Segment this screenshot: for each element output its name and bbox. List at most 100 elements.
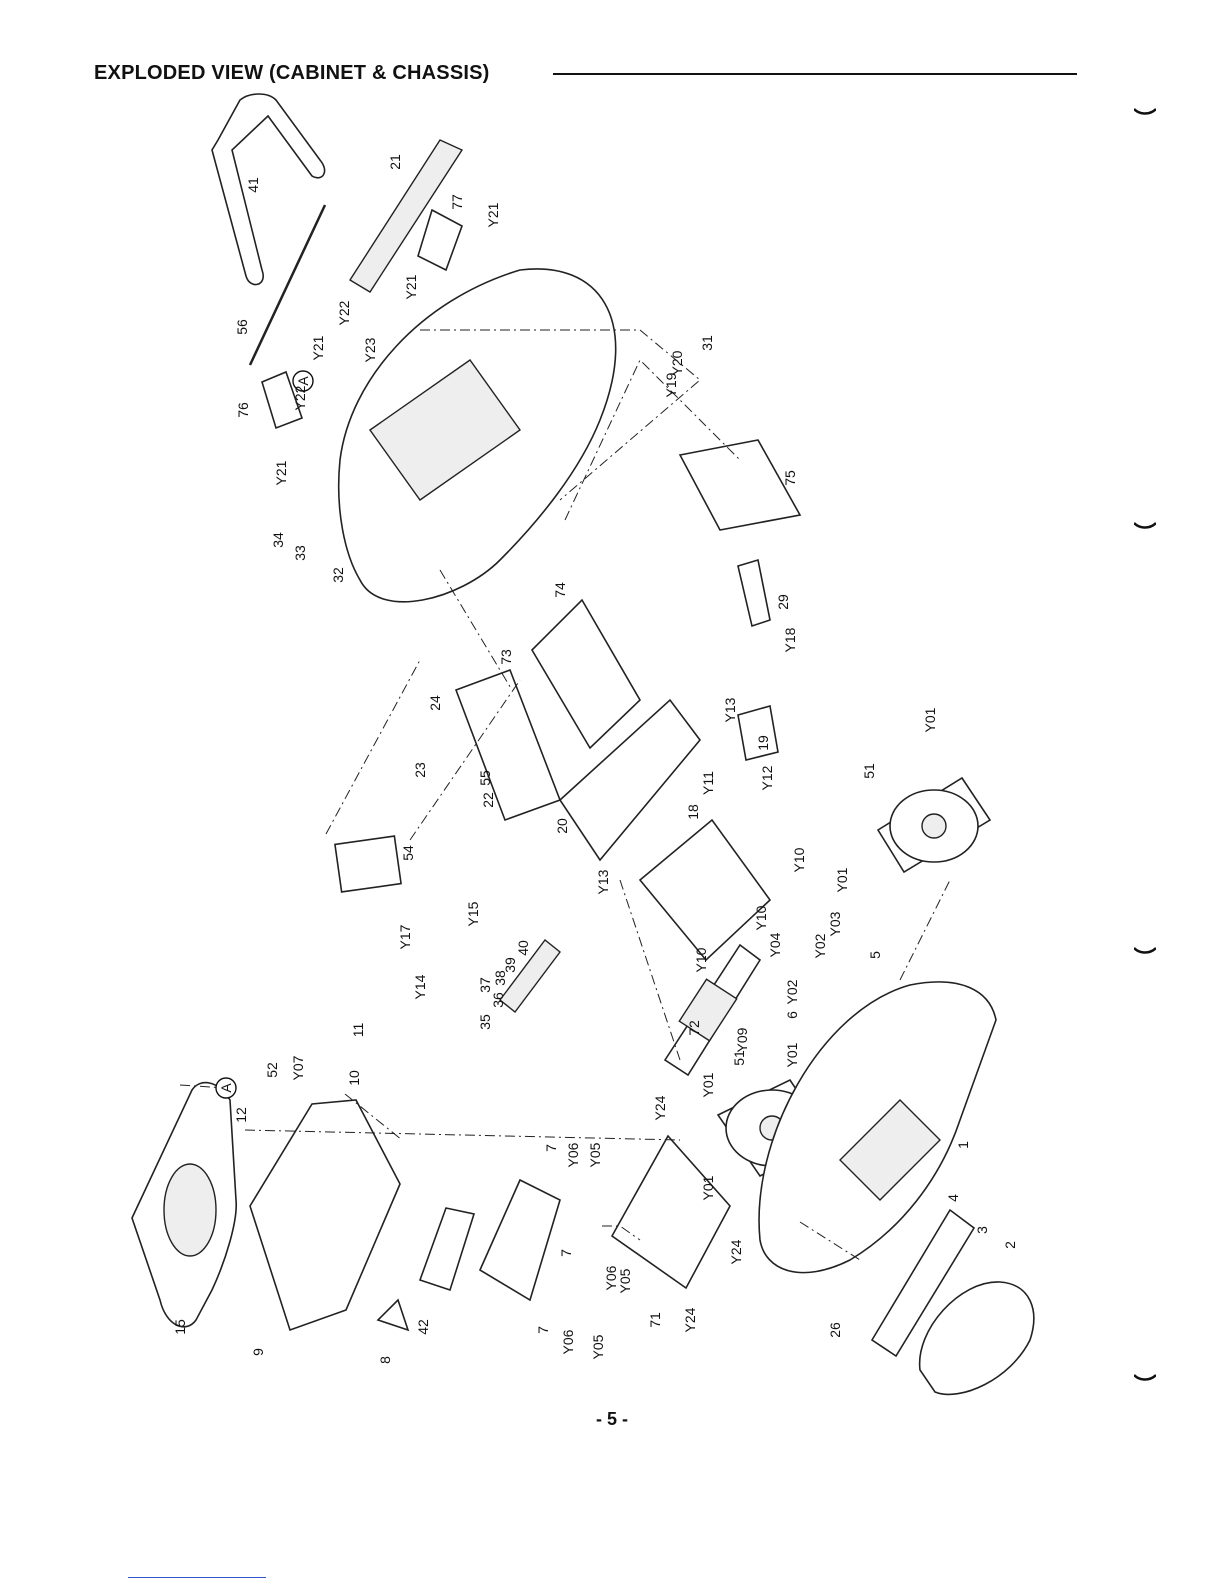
part-callout: Y07 [290,1055,306,1080]
title-rule [553,73,1077,75]
part-callout: Y06 [565,1142,581,1167]
part-callout: Y10 [791,847,807,872]
part-callout: Y21 [485,202,501,227]
antenna-part [248,204,327,366]
binding-mark [1134,522,1156,529]
part-callout: Y02 [812,933,828,958]
pcb-73 [454,668,562,822]
pcb-71 [610,1134,731,1290]
cover-74 [530,598,642,750]
part-callout: Y02 [784,979,800,1004]
part-callout: Y10 [693,947,709,972]
part-callout: Y01 [784,1042,800,1067]
battery-lid [678,439,802,531]
part-callout: Y24 [652,1095,668,1120]
part-callout: 34 [270,532,286,548]
part-callout: Y05 [590,1334,606,1359]
frame-plate [638,818,772,962]
part-callout: 11 [350,1023,366,1038]
reference-markers: AA [215,370,314,1099]
handle-rail-part [349,139,464,293]
part-callout: 8 [377,1356,393,1364]
part-callout: Y01 [922,707,938,732]
part-callout: Y10 [753,905,769,930]
part-callout: 1 [955,1141,971,1149]
svg-text:A: A [218,1083,234,1093]
part-callout: 22 [480,792,496,808]
part-callout: 56 [234,319,250,335]
part-callout: 10 [346,1070,362,1086]
part-callout: Y19 [663,372,679,397]
part-callout: 77 [449,194,465,210]
part-callout: 33 [292,545,308,561]
transformer-54 [334,835,402,893]
part-callout: 24 [427,695,443,711]
part-callout: Y21 [273,460,289,485]
part-callout: 72 [686,1020,702,1036]
part-callout: 76 [235,402,251,418]
page-title: EXPLODED VIEW (CABINET & CHASSIS) [94,62,490,84]
part-callout: Y01 [700,1175,716,1200]
part-callout: Y13 [595,869,611,894]
part-callout: 52 [264,1062,280,1078]
part-callout: 3 [974,1226,990,1234]
binding-mark [1134,947,1156,954]
part-callout: Y21 [403,274,419,299]
part-callout: 7 [543,1144,559,1152]
part-callout: 2 [1002,1241,1018,1249]
part-callout: 37 [477,977,493,993]
tape-mechanism [478,1178,561,1302]
bracket-77 [417,208,463,272]
part-callout: Y12 [759,765,775,790]
part-callout: Y22 [336,300,352,325]
part-callout: Y17 [397,924,413,949]
part-callout: Y13 [722,697,738,722]
bracket-29 [737,558,771,628]
part-callout: 6 [784,1011,800,1019]
button-block [499,939,561,1013]
part-callout: 5 [867,951,883,959]
part-callout: 51 [731,1050,747,1066]
part-callout: Y21 [310,335,326,360]
part-callout: 54 [400,845,416,861]
part-callout: Y06 [560,1329,576,1354]
part-callout: Y11 [700,771,716,795]
part-callout: Y22 [292,385,308,410]
part-callout: Y09 [734,1027,750,1052]
part-callout: Y04 [767,932,783,957]
part-callout: 23 [412,762,428,778]
svg-text:A: A [295,376,311,386]
part-callout: 7 [535,1326,551,1334]
part-callout: 42 [415,1319,431,1335]
part-callout: Y05 [617,1268,633,1293]
part-callout: 74 [552,582,568,598]
binding-mark [1134,1374,1156,1381]
bracket-76 [261,370,304,430]
part-callout: Y14 [412,974,428,999]
part-callout: 55 [477,770,493,786]
part-callout: 73 [498,649,514,665]
part-callout: 35 [477,1014,493,1030]
part-callout: Y23 [362,337,378,362]
part-callout: 71 [647,1312,663,1328]
part-42 [418,1207,476,1292]
bracket-19 [737,704,779,761]
part-callout: 9 [250,1348,266,1356]
part-callout: 19 [755,735,771,751]
part-callout: 12 [233,1107,249,1123]
part-callout: 32 [330,567,346,583]
cassette-door-2 [918,1281,1035,1396]
reference-marker: A [292,370,314,392]
part-callout: 21 [387,154,403,170]
part-callout: 31 [699,335,715,351]
part-callout: 26 [827,1322,843,1338]
control-panel [870,1208,976,1358]
part-callout: 38 [492,970,508,986]
part-callout: 51 [861,763,877,779]
part-callout: Y24 [682,1307,698,1332]
part-callout: Y24 [728,1239,744,1264]
part-callout: Y05 [587,1142,603,1167]
frame-9 [249,1099,401,1332]
part-callout: 36 [490,992,506,1008]
